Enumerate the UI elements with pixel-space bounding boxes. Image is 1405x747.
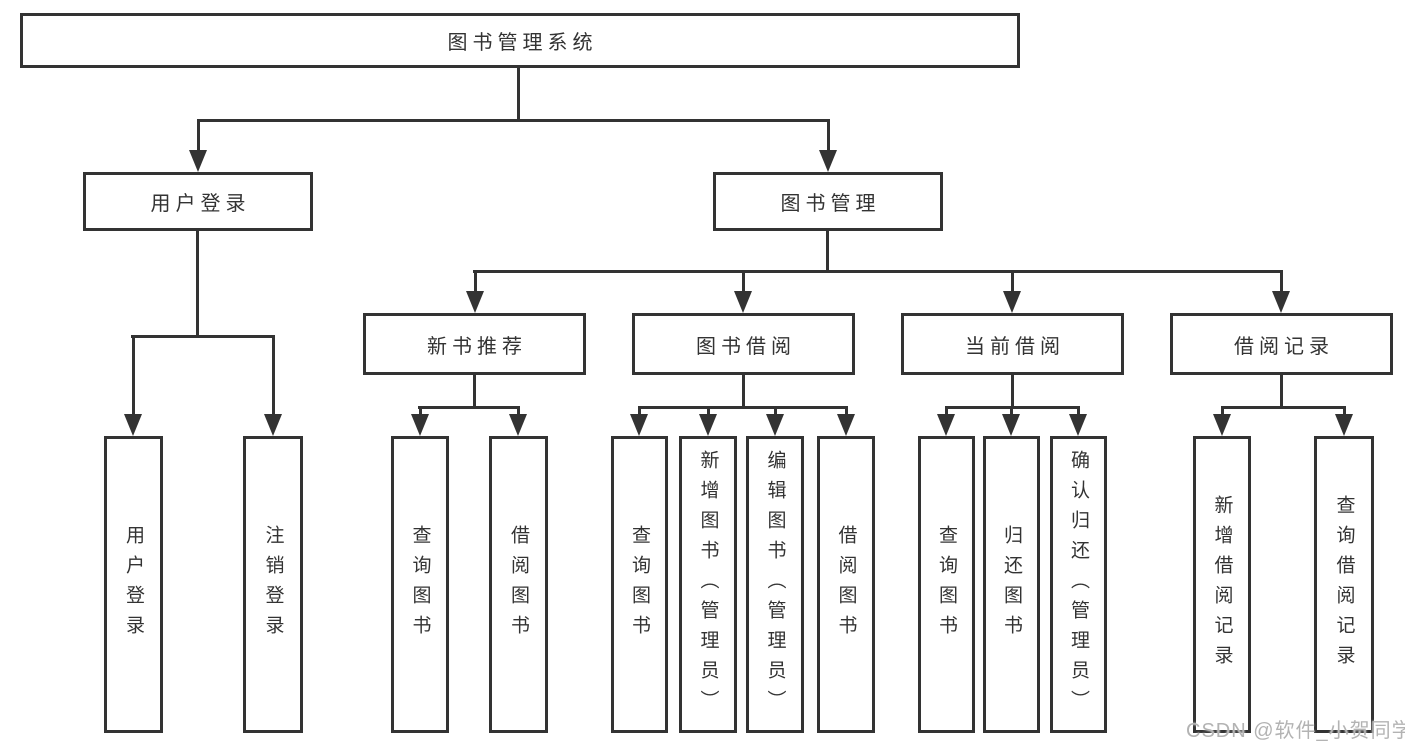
connector-borrow-branch	[638, 406, 848, 409]
connector-current-branch	[945, 406, 1080, 409]
connector-root-stem	[517, 68, 520, 122]
node-book-borrow: 图书借阅	[632, 313, 855, 375]
connector-current-stem	[1011, 375, 1014, 409]
connector-login-branch	[131, 335, 275, 338]
leaf-borrow-add-books-admin: 新增图书（管理员）	[679, 436, 737, 733]
connector-arrow-recommend-query	[411, 408, 429, 436]
leaf-current-confirm-return-admin: 确认归还（管理员）	[1050, 436, 1107, 733]
connector-arrow-records-query	[1335, 408, 1353, 436]
node-book-management: 图书管理	[713, 172, 943, 231]
connector-arrow-login-leaf	[124, 337, 142, 436]
connector-arrow-records	[1272, 272, 1290, 313]
connector-arrow-borrow-query	[630, 408, 648, 436]
connector-arrow-current-query	[937, 408, 955, 436]
connector-mgmt-branch	[473, 270, 1283, 273]
connector-root-branch	[197, 119, 830, 122]
connector-arrow-current-confirm	[1069, 408, 1087, 436]
leaf-borrow-edit-books-admin: 编辑图书（管理员）	[746, 436, 804, 733]
connector-borrow-stem	[742, 375, 745, 409]
connector-recommend-branch	[418, 406, 520, 409]
leaf-records-query-record: 查询借阅记录	[1314, 436, 1374, 733]
node-user-login: 用户登录	[83, 172, 313, 231]
connector-arrow-current	[1003, 272, 1021, 313]
connector-arrow-current-return	[1002, 408, 1020, 436]
node-current-borrow: 当前借阅	[901, 313, 1124, 375]
connector-recommend-stem	[473, 375, 476, 409]
connector-records-stem	[1280, 375, 1283, 409]
connector-arrow-book-management	[819, 120, 837, 172]
connector-arrow-recommend	[466, 272, 484, 313]
leaf-borrow-query-books: 查询图书	[611, 436, 668, 733]
connector-arrow-borrow	[734, 272, 752, 313]
connector-arrow-records-add	[1213, 408, 1231, 436]
leaf-borrow-borrow-books: 借阅图书	[817, 436, 875, 733]
leaf-current-return-books: 归还图书	[983, 436, 1040, 733]
connector-arrow-borrow-borrow	[837, 408, 855, 436]
connector-login-stem	[196, 231, 199, 338]
leaf-logout: 注销登录	[243, 436, 303, 733]
leaf-user-login: 用户登录	[104, 436, 163, 733]
leaf-recommend-borrow-books: 借阅图书	[489, 436, 548, 733]
leaf-recommend-query-books: 查询图书	[391, 436, 449, 733]
leaf-records-add-record: 新增借阅记录	[1193, 436, 1251, 733]
connector-arrow-user-login	[189, 120, 207, 172]
leaf-current-query-books: 查询图书	[918, 436, 975, 733]
connector-records-branch	[1221, 406, 1346, 409]
connector-arrow-borrow-edit	[766, 408, 784, 436]
node-new-book-recommend: 新书推荐	[363, 313, 586, 375]
connector-mgmt-stem	[826, 231, 829, 273]
node-borrow-records: 借阅记录	[1170, 313, 1393, 375]
node-library-management-system: 图书管理系统	[20, 13, 1020, 68]
connector-arrow-recommend-borrow	[509, 408, 527, 436]
csdn-watermark: CSDN @软件_小贺同学	[1186, 720, 1405, 742]
connector-arrow-logout-leaf	[264, 337, 282, 436]
connector-arrow-borrow-add	[699, 408, 717, 436]
